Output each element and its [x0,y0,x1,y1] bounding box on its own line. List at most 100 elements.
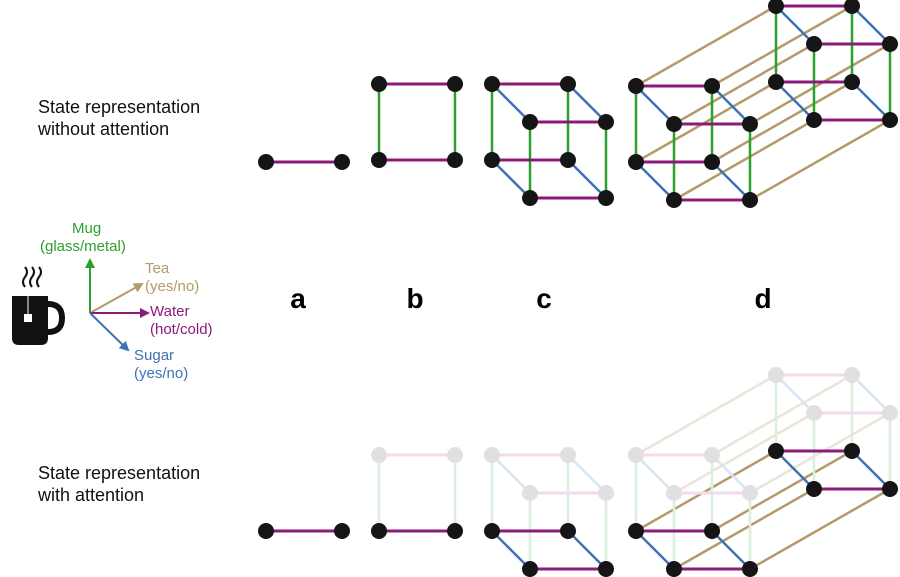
edge-s [711,161,751,201]
sugar-axis-sub: (yes/no) [134,365,188,382]
label-without-attention: State representation without attention [38,96,200,140]
edge-t [673,118,815,202]
state-node [484,523,500,539]
state-node [666,561,682,577]
state-node [628,523,644,539]
state-node [334,154,350,170]
edge-t [635,4,777,88]
panel-letter-d: d [754,283,771,314]
state-node [560,523,576,539]
edge-s [491,159,531,199]
state-node [628,447,644,463]
label-line: with attention [38,485,145,505]
state-node [447,152,463,168]
state-node [560,152,576,168]
panel-letter-c: c [536,283,552,314]
edge-s [635,454,675,494]
edge-s [567,159,607,199]
label-line: State representation [38,463,201,483]
state-node [742,116,758,132]
state-node [704,523,720,539]
state-node [371,523,387,539]
water-axis-sub: (hot/cold) [150,321,213,338]
edge-s [775,374,815,414]
state-node [447,447,463,463]
edge-t [711,80,853,164]
state-node [598,561,614,577]
state-node [522,561,538,577]
state-node [628,78,644,94]
edge-t [635,449,777,533]
edge-t [711,373,853,457]
state-node [598,190,614,206]
edge-s [567,530,607,570]
state-node [598,114,614,130]
state-node [882,405,898,421]
state-node [447,523,463,539]
edge-s [851,450,891,490]
edge-s [851,5,891,45]
water-axis-title: Water [150,303,189,320]
edge-s [775,81,815,121]
tea-axis-title: Tea [145,260,170,277]
state-node [560,447,576,463]
state-node [742,561,758,577]
state-node [371,76,387,92]
state-node [598,485,614,501]
state-node [258,154,274,170]
panel-letter-a: a [290,283,306,314]
state-node [484,152,500,168]
state-node [806,481,822,497]
sugar-axis-title: Sugar [134,347,174,364]
state-node [560,76,576,92]
state-node [768,74,784,90]
state-node [666,485,682,501]
state-node [844,74,860,90]
state-node [882,481,898,497]
panel-letter-b: b [406,283,423,314]
edge-t [635,373,777,457]
state-node [882,112,898,128]
edge-s [635,530,675,570]
state-node [742,192,758,208]
state-node [704,78,720,94]
edge-t [673,411,815,495]
edge-s [851,374,891,414]
mug-axis-title: Mug [72,220,101,237]
state-node [522,114,538,130]
state-node [768,367,784,383]
edge-s [711,530,751,570]
mug-axis-sub: (glass/metal) [40,238,126,255]
state-node [666,192,682,208]
label-line: without attention [38,119,170,139]
state-node [704,154,720,170]
label-line: State representation [38,97,201,117]
edge-t [635,80,777,164]
state-node [522,190,538,206]
state-node [484,76,500,92]
edge-t [711,4,853,88]
state-node [768,443,784,459]
state-node [844,367,860,383]
tea-axis-sub: (yes/no) [145,278,199,295]
state-node [742,485,758,501]
sugar-axis-arrow [89,312,130,352]
tea-mug-icon [12,266,66,345]
edge-t [673,487,815,571]
state-node [522,485,538,501]
edge-s [711,454,751,494]
state-node [334,523,350,539]
edge-t [749,118,891,202]
state-node [704,447,720,463]
state-graphs [258,0,898,577]
edge-s [635,85,675,125]
edge-s [775,450,815,490]
state-node [882,36,898,52]
state-node [806,112,822,128]
state-node [844,0,860,14]
edge-s [775,5,815,45]
state-node [628,154,644,170]
edge-t [749,411,891,495]
state-node [484,447,500,463]
